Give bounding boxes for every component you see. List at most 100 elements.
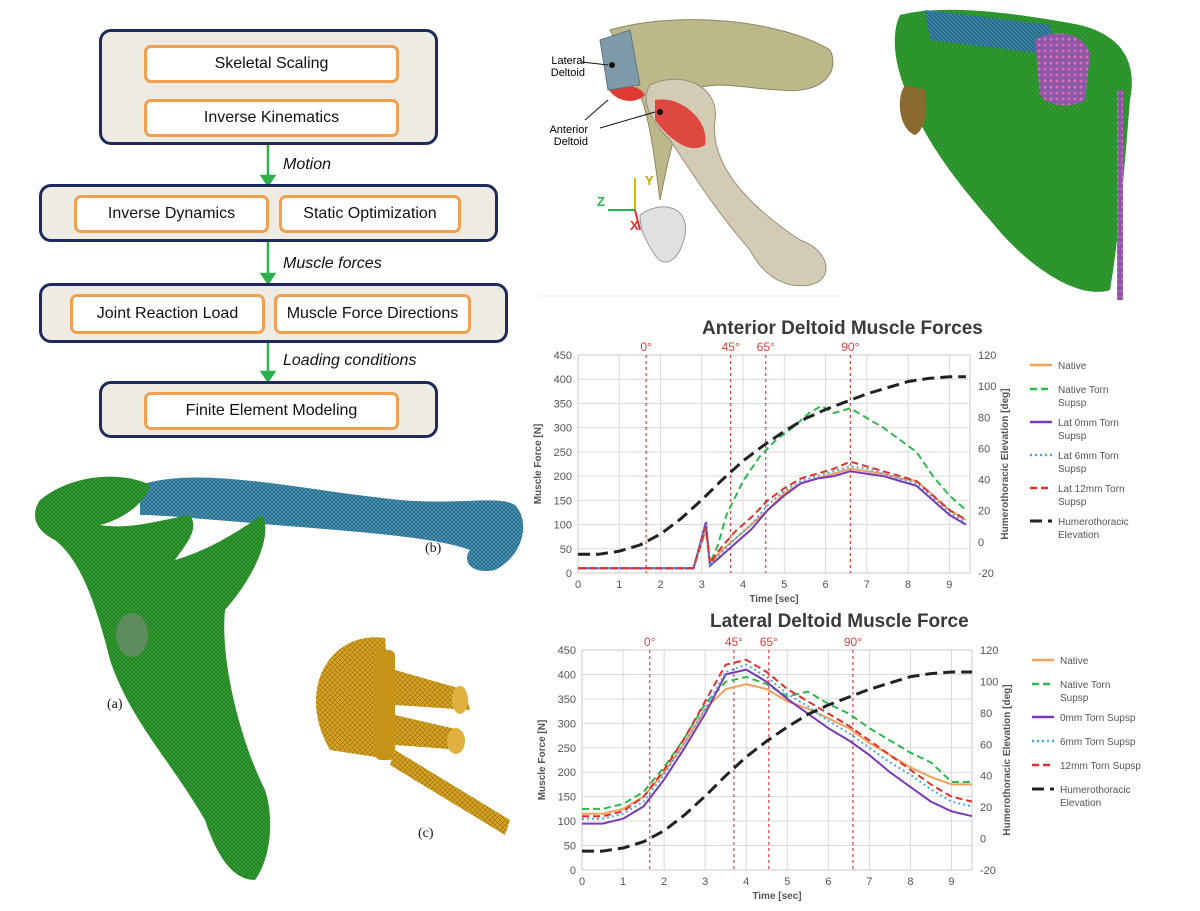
scapula-bone	[609, 19, 834, 201]
x-tick-label: 0	[579, 876, 585, 888]
scapula-mesh	[35, 476, 271, 880]
clavicle-segment-mesh	[925, 10, 1055, 55]
x-tick-label: 4	[743, 876, 749, 888]
glenoid-implant-face	[899, 85, 927, 135]
flow-group-fem: Finite Element Modeling	[99, 381, 438, 438]
deltoid-figure	[540, 19, 840, 297]
y2-tick-label: 40	[978, 475, 990, 487]
y-tick-label: 400	[558, 669, 576, 681]
x-tick-label: 1	[620, 876, 626, 888]
y-tick-label: 250	[558, 743, 576, 755]
series-line	[582, 668, 973, 825]
y-tick-label: 450	[554, 350, 572, 362]
finite-element-modeling-box: Finite Element Modeling	[144, 392, 399, 430]
x-axis-title: Time [sec]	[749, 594, 798, 605]
y-tick-label: 300	[554, 423, 572, 435]
y2-tick-label: 60	[980, 739, 992, 751]
legend-label: Supsp	[1058, 497, 1087, 508]
legend-label: Lat 0mm Torn	[1058, 418, 1119, 429]
y2-tick-label: 0	[978, 537, 984, 549]
x-tick-label: 2	[657, 579, 663, 591]
x-axis-title: Time [sec]	[752, 891, 801, 902]
y-tick-label: 300	[558, 718, 576, 730]
legend-label: 6mm Torn Supsp	[1060, 737, 1136, 748]
legend-label: Humerothoracic	[1060, 785, 1131, 796]
axis-y-label: Y	[645, 173, 654, 188]
anterior-deltoid-region	[655, 99, 706, 149]
x-tick-label: 1	[616, 579, 622, 591]
y2-tick-label: 120	[978, 350, 996, 362]
series-line	[578, 404, 967, 570]
angle-reference-label: 65°	[760, 635, 778, 649]
flow-group-loads-directions: Joint Reaction Load Muscle Force Directi…	[39, 283, 508, 343]
y-tick-label: 0	[570, 865, 576, 877]
joint-reaction-load-box: Joint Reaction Load	[70, 294, 265, 334]
fe-models	[35, 476, 524, 880]
y-tick-label: 0	[566, 568, 572, 580]
label-b: (b)	[425, 541, 442, 556]
series-line	[578, 470, 967, 570]
muscle-attachment-nodes	[1035, 33, 1090, 106]
x-tick-label: 6	[825, 876, 831, 888]
scapula-fe-mesh-figure	[894, 9, 1132, 300]
x-tick-label: 5	[781, 579, 787, 591]
legend-label: Lat 12mm Torn	[1058, 484, 1125, 495]
legend-label: Supsp	[1058, 464, 1087, 475]
y2-tick-label: 80	[978, 412, 990, 424]
y2-tick-label: 60	[978, 443, 990, 455]
inverse-dynamics-box: Inverse Dynamics	[74, 195, 269, 233]
y-tick-label: 100	[558, 816, 576, 828]
lateral-deltoid-region	[599, 29, 641, 91]
y-tick-label: 150	[558, 792, 576, 804]
y-tick-label: 150	[554, 495, 572, 507]
lateral-chart-title: Lateral Deltoid Muscle Force	[710, 611, 969, 632]
scapula-body-mesh	[894, 9, 1132, 292]
y-axis-title: Muscle Force [N]	[537, 720, 548, 801]
y2-axis-title: Humerothoracic Elevation [deg]	[1002, 684, 1013, 835]
x-tick-label: 4	[740, 579, 746, 591]
label-c: (c)	[418, 826, 434, 841]
y-axis-title: Muscle Force [N]	[533, 424, 544, 505]
x-tick-label: 9	[946, 579, 952, 591]
flow-group-scaling-kinematics: Skeletal Scaling Inverse Kinematics	[99, 29, 438, 145]
motion-label: Motion	[283, 156, 332, 173]
x-tick-label: 8	[905, 579, 911, 591]
x-tick-label: 7	[864, 579, 870, 591]
angle-reference-label: 90°	[841, 340, 859, 354]
legend-label: Supsp	[1058, 398, 1087, 409]
static-optimization-box: Static Optimization	[279, 195, 461, 233]
anterior-chart-title: Anterior Deltoid Muscle Forces	[702, 318, 983, 339]
x-tick-label: 3	[699, 579, 705, 591]
y2-tick-label: 40	[980, 771, 992, 783]
y-tick-label: 250	[554, 447, 572, 459]
skeletal-scaling-box: Skeletal Scaling	[144, 45, 399, 83]
x-tick-label: 6	[823, 579, 829, 591]
legend-label: 12mm Torn Supsp	[1060, 761, 1141, 772]
y-tick-label: 350	[558, 694, 576, 706]
axis-z-label: Z	[597, 194, 605, 209]
medial-border-nodes	[1117, 90, 1123, 300]
legend-label: Elevation	[1060, 798, 1101, 809]
glenoid-region	[116, 613, 148, 657]
legend-label: Elevation	[1058, 530, 1099, 541]
x-tick-label: 5	[784, 876, 790, 888]
x-tick-label: 3	[702, 876, 708, 888]
y-tick-label: 50	[560, 544, 572, 556]
x-tick-label: 9	[948, 876, 954, 888]
series-line	[578, 375, 966, 556]
clavicle-mesh	[140, 477, 524, 571]
muscle-force-directions-box: Muscle Force Directions	[274, 294, 471, 334]
legend-label: Supsp	[1058, 431, 1087, 442]
legend-label: Humerothoracic	[1058, 517, 1129, 528]
angle-reference-label: 45°	[722, 340, 740, 354]
y-tick-label: 200	[554, 471, 572, 483]
legend-label: Native	[1058, 361, 1087, 372]
series-line	[582, 658, 973, 818]
label-a: (a)	[107, 697, 123, 712]
x-tick-label: 0	[575, 579, 581, 591]
flow-group-dynamics-optimization: Inverse Dynamics Static Optimization	[39, 184, 498, 242]
y-tick-label: 350	[554, 398, 572, 410]
angle-reference-label: 0°	[640, 340, 652, 354]
